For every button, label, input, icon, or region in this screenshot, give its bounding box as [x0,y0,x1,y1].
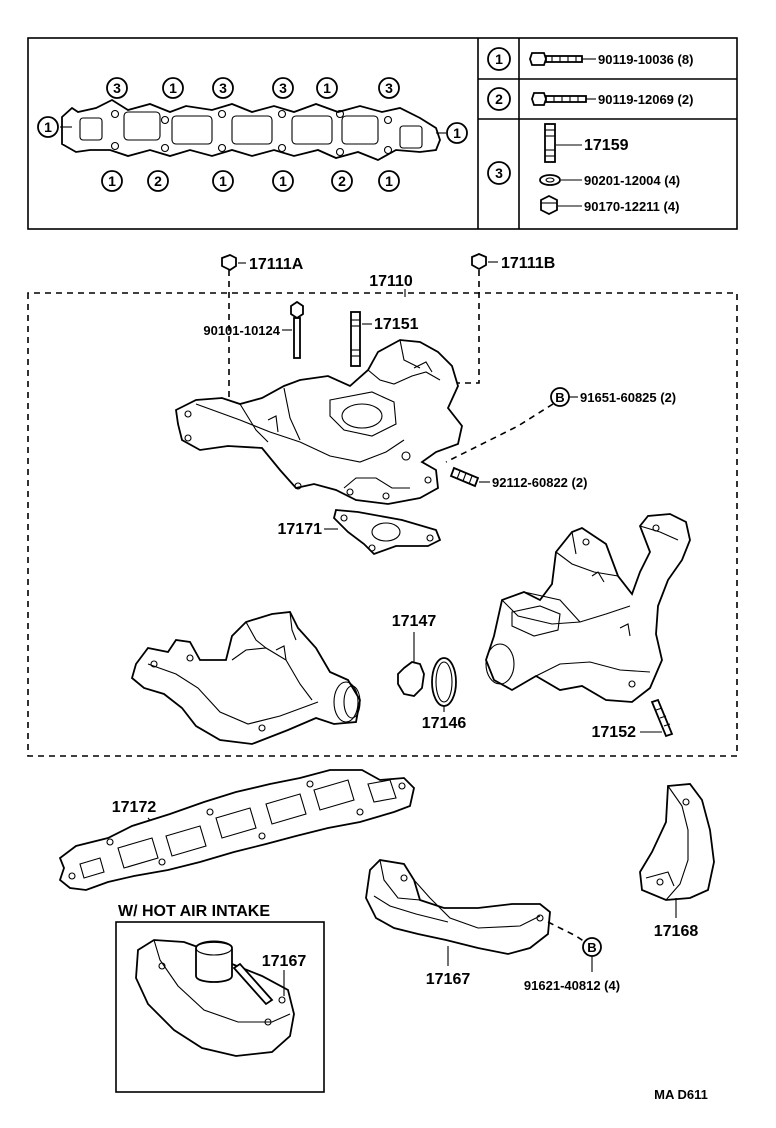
svg-text:1: 1 [279,173,287,189]
bolt-90101-10124: 90101-10124 [203,300,304,359]
stud-17152: 17152 [592,698,674,741]
svg-text:1: 1 [169,80,177,96]
marker-circle-right: 1 [446,122,468,144]
gasket-bottom-markers: 1 2 1 1 2 1 [101,170,400,192]
marker-circle: 2 [147,170,169,192]
svg-text:17111A: 17111A [249,256,304,273]
marker-circle: 1 [212,170,234,192]
label-17110: 17110 [369,273,413,290]
stud-17151: 17151 [350,311,419,367]
marker-circle: 3 [272,77,294,99]
svg-text:17171: 17171 [278,521,323,538]
svg-text:90201-12004 (4): 90201-12004 (4) [584,173,680,188]
svg-text:2: 2 [495,91,503,107]
svg-text:17146: 17146 [422,715,467,732]
svg-text:17167: 17167 [262,953,307,970]
svg-text:91651-60825 (2): 91651-60825 (2) [580,390,676,405]
plug-17111A: 17111A [221,254,304,412]
svg-text:3: 3 [495,165,503,181]
marker-circle: 1 [272,170,294,192]
bolt-icon [529,52,583,66]
svg-text:90119-12069 (2): 90119-12069 (2) [598,92,693,107]
marker-circle-left: 1 [37,116,59,138]
svg-text:1: 1 [108,173,116,189]
svg-text:17111B: 17111B [501,255,555,272]
gasket-bolt-pattern [60,98,446,161]
svg-text:1: 1 [219,173,227,189]
svg-text:90170-12211 (4): 90170-12211 (4) [584,199,679,214]
svg-text:B: B [555,390,564,405]
svg-text:90101-10124: 90101-10124 [203,323,280,338]
exhaust-manifold-right [485,513,691,703]
insulator-17168: 17168 [639,783,715,940]
svg-text:17168: 17168 [654,923,699,940]
gasket-top-markers: 3 1 3 3 1 3 [106,77,400,99]
svg-text:91621-40812 (4): 91621-40812 (4) [524,978,620,993]
diagram-code: MA D611 [654,1087,708,1102]
marker-circle: 1 [378,170,400,192]
insulator-17167: 17167 [365,859,551,988]
hot-air-intake-inset: W/ HOT AIR INTAKE 17167 [115,903,325,1093]
marker-circle: 1 [101,170,123,192]
svg-text:W/ HOT AIR INTAKE: W/ HOT AIR INTAKE [118,903,270,920]
gasket-17172: 17172 [58,769,415,891]
svg-text:17152: 17152 [592,724,637,741]
svg-text:1: 1 [44,119,52,135]
legend-row-1: 1 90119-10036 (8) [487,47,693,71]
svg-text:1: 1 [323,80,331,96]
marker-circle: 1 [316,77,338,99]
washer-icon [539,174,561,186]
bolt-91621-40812: B 91621-40812 (4) [524,921,620,993]
legend-row-2: 2 90119-12069 (2) [487,87,693,111]
svg-text:92112-60822 (2): 92112-60822 (2) [492,475,587,490]
svg-text:3: 3 [279,80,287,96]
stud-92112-60822: 92112-60822 (2) [449,466,587,490]
svg-text:2: 2 [338,173,346,189]
svg-text:17159: 17159 [584,137,629,154]
svg-text:B: B [587,940,596,955]
ring-17146: 17146 [422,657,467,732]
marker-circle: 3 [106,77,128,99]
svg-text:1: 1 [453,125,461,141]
marker-circle: 1 [162,77,184,99]
svg-text:3: 3 [219,80,227,96]
marker-circle: 3 [378,77,400,99]
svg-text:3: 3 [385,80,393,96]
svg-text:90119-10036 (8): 90119-10036 (8) [598,52,693,67]
gasket-17147: 17147 [392,613,437,697]
nut-icon [540,194,558,216]
svg-text:17147: 17147 [392,613,437,630]
marker-circle: 3 [212,77,234,99]
assembly-boundary [27,292,738,757]
svg-text:1: 1 [495,51,503,67]
bolt-icon [531,92,587,106]
svg-text:2: 2 [154,173,162,189]
reference-table [27,37,738,230]
intake-manifold-17110 [175,339,463,505]
exhaust-manifold-left [130,611,361,745]
svg-text:3: 3 [113,80,121,96]
bolt-91651-60825: B 91651-60825 (2) [445,387,676,463]
svg-text:17167: 17167 [426,971,471,988]
marker-circle: 2 [331,170,353,192]
legend-row-3: 3 17159 90201-12004 (4) 90170-12211 (4) [487,123,680,216]
plug-17111B: 17111B [455,253,555,384]
svg-text:17151: 17151 [374,316,419,333]
stud-icon [544,123,556,163]
gasket-17171: 17171 [278,509,442,556]
svg-text:1: 1 [385,173,393,189]
svg-text:17172: 17172 [112,799,157,816]
